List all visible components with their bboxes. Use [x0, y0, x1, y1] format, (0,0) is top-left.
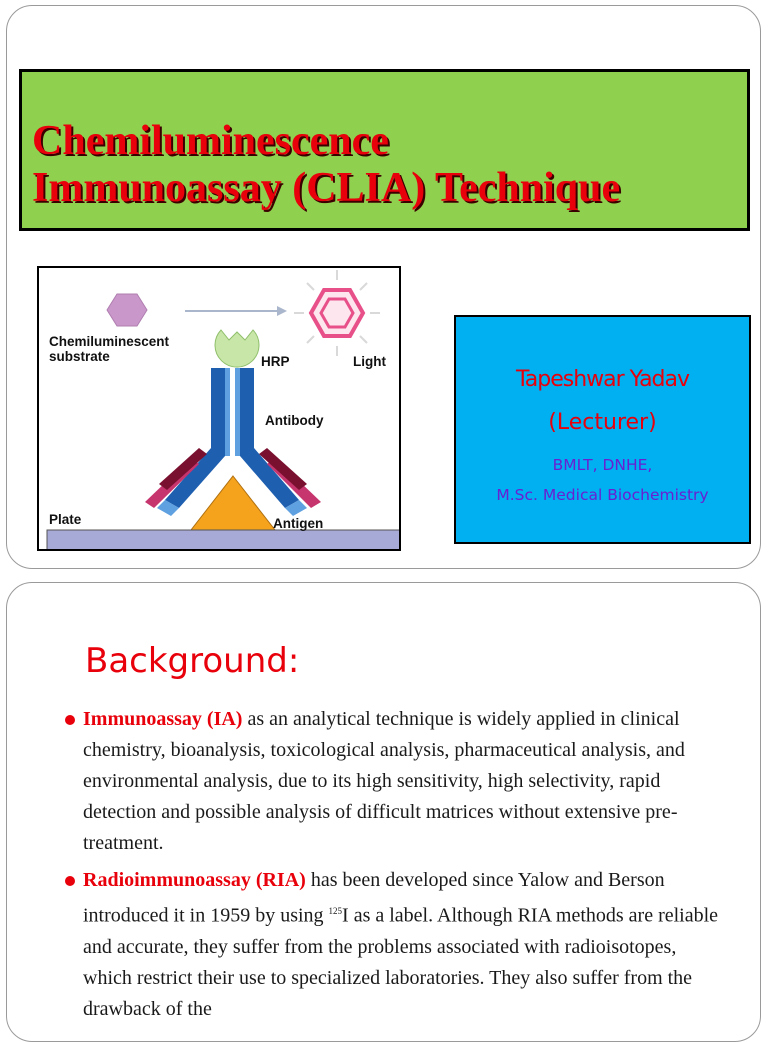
bullet-text: as an analytical technique is widely app…	[83, 708, 685, 854]
label-antibody: Antibody	[265, 413, 324, 428]
label-substrate: Chemiluminescent substrate	[49, 334, 170, 364]
light-rays	[294, 270, 380, 356]
author-degrees-line1: BMLT, DNHE,	[552, 456, 653, 474]
light-product-hexagon	[308, 288, 366, 338]
hrp-enzyme	[214, 329, 260, 368]
title-banner: Chemiluminescence Immunoassay (CLIA) Tec…	[19, 69, 750, 231]
bullet-text-part2: I as a label. Although RIA methods are r…	[83, 904, 719, 1020]
bullet-radioimmunoassay: Radioimmunoassay (RIA) has been develope…	[65, 865, 723, 1025]
bullet-immunoassay: Immunoassay (IA) as an analytical techni…	[65, 704, 723, 859]
author-name: Tapeshwar Yadav	[515, 367, 690, 392]
label-plate: Plate	[49, 512, 82, 527]
bullet-dot-icon	[65, 715, 75, 725]
label-hrp: HRP	[261, 354, 290, 369]
slide-title-text: Chemiluminescence Immunoassay (CLIA) Tec…	[32, 118, 621, 211]
plate	[46, 529, 399, 549]
slide-background: Background: Immunoassay (IA) as an analy…	[6, 582, 761, 1042]
bullet-text-part1: has been developed since Yalow and Berso…	[83, 869, 665, 927]
author-info-box: Tapeshwar Yadav (Lecturer) BMLT, DNHE, M…	[454, 315, 751, 544]
bullet-term: Immunoassay (IA)	[83, 708, 243, 730]
substrate-hexagon	[106, 293, 148, 327]
clia-diagram: Chemiluminescent substrate HRP Light Ant…	[37, 266, 401, 551]
isotope-superscript: 125	[328, 906, 343, 916]
label-antigen: Antigen	[273, 516, 324, 531]
antibody	[145, 368, 321, 516]
label-light: Light	[353, 354, 386, 369]
bullet-term: Radioimmunoassay (RIA)	[83, 869, 306, 891]
slide-title: Chemiluminescence Immunoassay (CLIA) Tec…	[6, 5, 761, 569]
antigen-triangle	[189, 475, 277, 531]
author-role: (Lecturer)	[548, 410, 657, 435]
clia-diagram-graphic	[46, 270, 399, 549]
author-degrees-line2: M.Sc. Medical Biochemistry	[496, 486, 709, 504]
bullet-dot-icon	[65, 876, 75, 886]
section-heading: Background:	[85, 641, 300, 681]
